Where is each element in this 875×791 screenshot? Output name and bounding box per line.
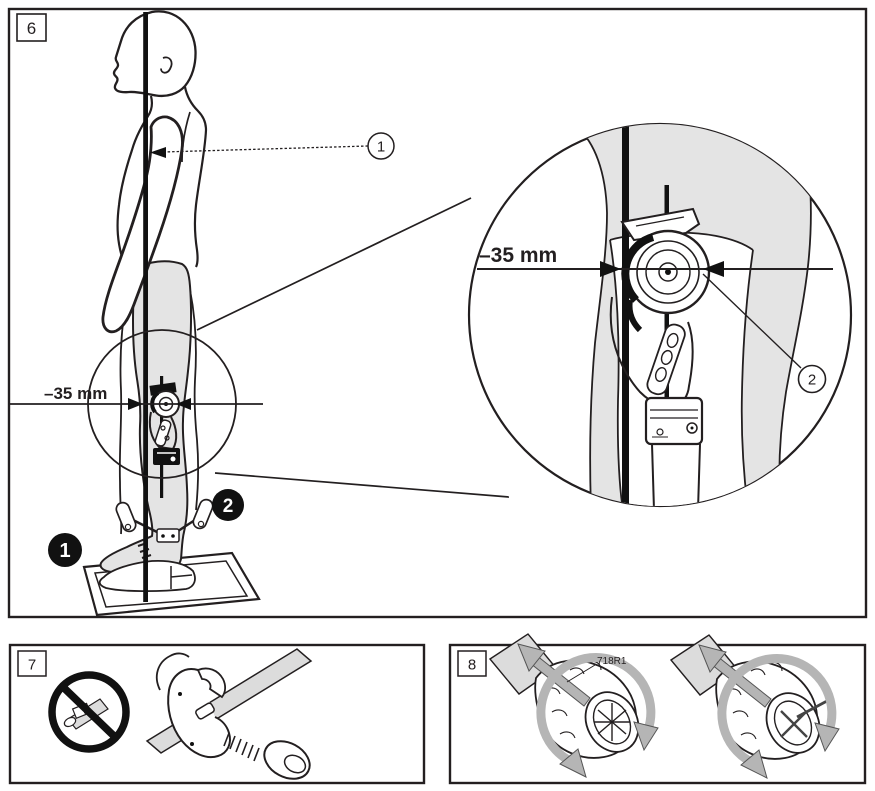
figure7-label: 7 (28, 657, 36, 674)
figure8-label: 8 (468, 657, 476, 674)
figure-ear (160, 56, 173, 74)
callout-2: 2 (702, 273, 827, 394)
cross-right (780, 699, 828, 738)
hex-wrenches (115, 498, 214, 543)
knee-measurement: –35 mm (10, 384, 263, 410)
step-badge-2: 2 (212, 489, 244, 521)
spokes-left (594, 703, 630, 741)
figure-shoulder-line (181, 111, 191, 163)
figure-back-line (183, 86, 208, 268)
alignment-reference-line (143, 12, 148, 602)
tube-cutter (145, 648, 313, 780)
prohibition-slash (60, 684, 118, 740)
figure6-label: 6 (27, 19, 36, 38)
figure8-panel: 8 (448, 633, 867, 785)
figure6-panel: 6 (7, 7, 868, 619)
rotate-arrow-left (536, 652, 656, 767)
step-2-number: 2 (223, 496, 234, 517)
figure7-panel: 7 (8, 643, 426, 785)
figure8-label-box (457, 650, 487, 677)
cutter-thread (223, 732, 260, 762)
magnifier-tangent-bottom (214, 472, 510, 498)
step-1-number: 1 (59, 540, 70, 562)
magnifier-tangent-top (196, 197, 472, 331)
callout-1: 1 (150, 132, 395, 160)
zoom-measurement: –35 mm (477, 244, 833, 277)
deburrer-right (669, 634, 840, 779)
figure7-label-box (17, 650, 47, 677)
knee-joint-large (609, 207, 711, 506)
callout-1-number: 1 (377, 139, 385, 156)
figure6-label-box (16, 13, 47, 42)
deburrer-left (488, 633, 659, 778)
rotate-arrow-right (717, 653, 837, 768)
measurement-text: –35 mm (44, 384, 107, 403)
prohibition-circle (48, 671, 130, 753)
prohibition-sign (48, 671, 130, 753)
zoom-load-line (622, 124, 629, 506)
zoom-measurement-text: –35 mm (479, 244, 557, 267)
zoom-detail-circle: –35 mm 2 (467, 122, 853, 508)
figure-head (112, 10, 197, 98)
sound-leg-back-line (189, 289, 199, 511)
part-number-label: 718R1 (597, 656, 627, 667)
cutter-knob (263, 740, 311, 780)
shoe-heel-lines (170, 566, 193, 589)
part-number-leader (566, 664, 596, 683)
callout-2-number: 2 (808, 372, 816, 389)
figure-arm (101, 115, 184, 334)
step-badge-1: 1 (48, 533, 82, 567)
